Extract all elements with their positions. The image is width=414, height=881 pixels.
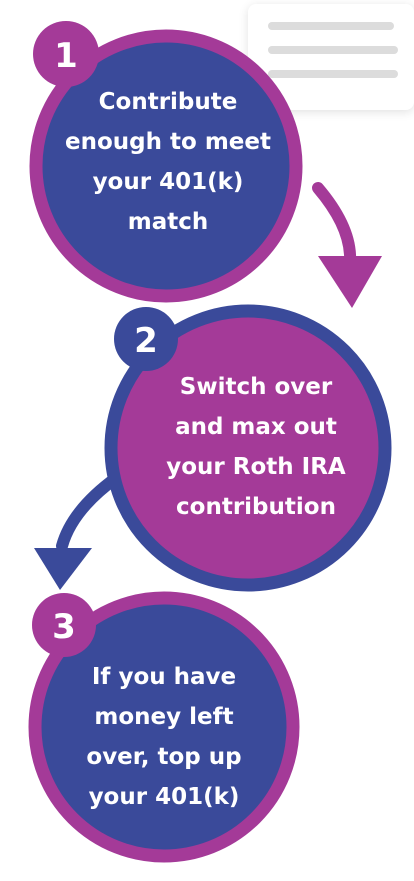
step-2: 2 Switch over and max out your Roth IRA … (104, 304, 392, 592)
document-line (268, 46, 398, 54)
arrow-step1-to-step2 (312, 182, 382, 308)
step-1-number: 1 (54, 36, 78, 76)
step-2-line-4: contribution (176, 494, 336, 520)
step-1-line-2: enough to meet (65, 129, 271, 155)
step-1-line-1: Contribute (99, 89, 238, 115)
step-3-badge (32, 593, 96, 657)
step-3-line-4: your 401(k) (89, 784, 240, 810)
step-1-circle (29, 29, 303, 303)
step-2-number: 2 (134, 321, 158, 361)
step-2-line-1: Switch over (180, 374, 333, 400)
step-2-badge (114, 307, 178, 371)
step-1-badge (33, 21, 99, 87)
arrow-step2-to-step3 (34, 472, 122, 590)
step-1: 1 Contribute enough to meet your 401(k) … (29, 21, 303, 303)
step-3: 3 If you have money left over, top up yo… (28, 591, 300, 863)
step-2-line-2: and max out (175, 414, 337, 440)
step-3-line-1: If you have (92, 664, 236, 690)
step-3-number: 3 (52, 607, 76, 647)
step-2-line-3: your Roth IRA (166, 454, 346, 480)
step-1-line-4: match (128, 209, 209, 235)
step-3-line-2: money left (94, 704, 233, 730)
step-3-circle (28, 591, 300, 863)
document-line (268, 70, 398, 78)
step-1-line-3: your 401(k) (93, 169, 244, 195)
document-line (268, 22, 394, 30)
step-2-circle (104, 304, 392, 592)
step-3-line-3: over, top up (86, 744, 241, 770)
